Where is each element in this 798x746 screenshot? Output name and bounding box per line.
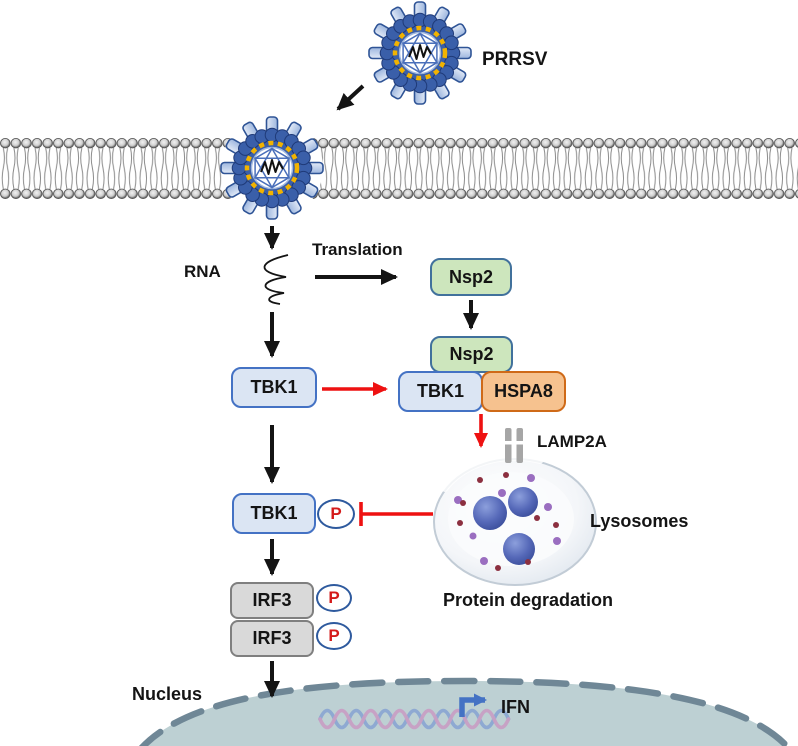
rna-label: RNA: [184, 262, 221, 281]
ifn-transcription-arrow: [459, 693, 487, 717]
prrsv-label: PRRSV: [482, 49, 548, 70]
nsp2-complex-box: Nsp2: [430, 336, 513, 373]
dna-helix: [318, 708, 511, 730]
black-arrows: [264, 84, 479, 698]
lamp2a-channel-icon: [503, 428, 525, 463]
tbk1-phos-box: TBK1: [232, 493, 316, 534]
translation-label: Translation: [312, 240, 403, 259]
tbk1-complex-box: TBK1: [398, 371, 483, 412]
phospho-badge-irf3-bottom: P: [316, 622, 352, 650]
lamp2a-label: LAMP2A: [537, 432, 607, 451]
phospho-badge-irf3-top: P: [316, 584, 352, 612]
tbk1-box: TBK1: [231, 367, 317, 408]
nsp2-box: Nsp2: [430, 258, 512, 296]
nucleus-label: Nucleus: [132, 684, 203, 704]
hspa8-box: HSPA8: [481, 371, 566, 412]
lysosome: [433, 454, 597, 586]
irf3-box-top: IRF3: [230, 582, 314, 619]
lysosomes-label: Lysosomes: [590, 511, 689, 531]
irf3-box-bottom: IRF3: [230, 620, 314, 657]
rna-squiggle: [263, 254, 289, 305]
nucleus-shape: [139, 677, 791, 746]
protein-degradation-label: Protein degradation: [443, 590, 614, 610]
red-arrows: [322, 382, 488, 526]
entry-arrow: [336, 84, 365, 111]
cell-membrane: [0, 117, 798, 219]
phospho-badge-tbk1: P: [317, 499, 355, 529]
prrsv-virion: [369, 2, 471, 104]
ifn-label: IFN: [501, 697, 530, 717]
